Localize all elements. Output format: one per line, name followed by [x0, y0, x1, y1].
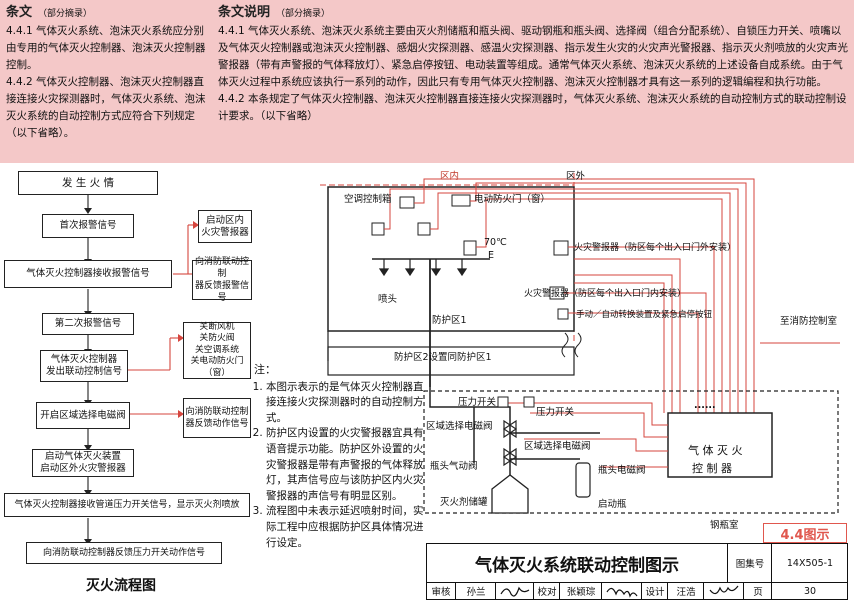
- label-zone1: 防护区1: [432, 315, 467, 326]
- label-temp: 70℃: [484, 237, 507, 248]
- label-nozzle: 喷头: [378, 294, 398, 305]
- label-controller-2: 控 制 器: [692, 462, 732, 475]
- label-agent-tank: 灭火剂储罐: [440, 497, 488, 508]
- side-feedback-alarm: 向消防联动控制 器反馈报警信号: [192, 257, 252, 303]
- label-alarm-in: 火灾警报器（防区每个出入口门内安装）: [524, 289, 687, 299]
- design-label: 设计: [641, 582, 668, 600]
- label-ac-control: 空调控制箱: [344, 194, 392, 205]
- label-start-bottle: 启动瓶: [598, 499, 627, 510]
- system-diagram: [320, 173, 840, 514]
- label-bottle-valve-1: 瓶头气动阀: [430, 461, 478, 472]
- figure-number: 4.4图示: [763, 523, 847, 543]
- explanation-4-4-2: 4.4.2 本条规定了气体灭火控制器、泡沫灭火控制器直接连接火灾探测器时，气体灭…: [218, 93, 847, 122]
- label-zone2: 防护区2设置同防护区1: [394, 352, 492, 363]
- step-linkage-signal: 气体灭火控制器 发出联动控制信号: [40, 350, 128, 382]
- clause-subtitle: （部分摘录）: [38, 9, 93, 19]
- check-signature: [601, 582, 642, 600]
- notes-heading: 注：: [254, 363, 276, 376]
- step-pressure-switch: 气体灭火控制器接收管道压力开关信号，显示灭火剂喷放: [4, 493, 250, 517]
- label-switch: 手动／自动转换装置及紧急启停按钮: [576, 310, 713, 320]
- atlas-label: 图集号: [727, 544, 772, 582]
- step-first-alarm: 首次报警信号: [42, 214, 134, 238]
- review-label: 审核: [431, 587, 451, 598]
- step-controller-receive: 气体灭火控制器接收报警信号: [4, 260, 172, 288]
- review-name: 孙兰: [455, 582, 496, 600]
- label-controller-1: 气 体 灭 火: [688, 444, 743, 457]
- review-signature: [495, 582, 534, 600]
- clause-title: 条文: [6, 5, 33, 20]
- label-steel-room: 钢瓶室: [710, 520, 739, 531]
- label-bottle-valve-2: 瓶头电磁阀: [598, 465, 646, 476]
- clause-4-4-2: 4.4.2 气体灭火控制器、泡沫灭火控制器直接连接火灾探测器时，气体灭火系统、泡…: [6, 76, 206, 139]
- page-number: 30: [771, 582, 848, 600]
- label-temp-e: E: [488, 250, 495, 261]
- page-label: 页: [743, 582, 772, 600]
- explanation-subtitle: （部分摘录）: [276, 9, 331, 19]
- label-fire-door: 电动防火门（窗）: [474, 194, 551, 205]
- drawing-title: 气体灭火系统联动控制图示: [475, 555, 679, 576]
- side-start-alarm: 启动区内 火灾警报器: [198, 210, 252, 243]
- clause-4-4-1: 4.4.1 气体灭火系统、泡沫灭火系统应分别由专用的气体灭火控制器、泡沫灭火控制…: [6, 25, 206, 71]
- design-signature: [703, 582, 744, 600]
- step-open-valve: 开启区域选择电磁阀: [36, 402, 130, 429]
- side-feedback-action: 向消防联动控制 器反馈动作信号: [183, 398, 251, 438]
- explanation-column: 条文说明 （部分摘录） 4.4.1 气体灭火系统、泡沫灭火系统主要由灭火剂储瓶和瓶…: [218, 4, 848, 125]
- clause-column: 条文 （部分摘录） 4.4.1 气体灭火系统、泡沫灭火系统应分别由专用的气体灭火控…: [6, 4, 206, 142]
- note-item: 防护区内设置的火灾警报器宜具有语音提示功能。防护区外设置的火灾警报器是带有声警报…: [266, 426, 426, 504]
- note-item: 流程图中未表示延迟喷射时间，实际工程中应根据防护区具体情况进行设定。: [266, 504, 426, 551]
- atlas-number: 14X505-1: [771, 544, 848, 582]
- explanation-title: 条文说明: [218, 5, 271, 20]
- design-name: 汪浩: [667, 582, 704, 600]
- step-start-extinguisher: 启动气体灭火装置 启动区外火灾警报器: [32, 449, 134, 477]
- title-block: 气体灭火系统联动控制图示 图集号 14X505-1 审核 孙兰 校对 张颖琮 设…: [426, 543, 848, 600]
- label-zone-valve-2: 区域选择电磁阀: [524, 441, 591, 452]
- label-zone-valve-1: 区域选择电磁阀: [426, 421, 493, 432]
- notes: 注： 本图示表示的是气体灭火控制器直接连接火灾探测器时的自动控制方式。 防护区内…: [254, 362, 426, 551]
- label-zone-out: 区外: [566, 171, 586, 182]
- check-name: 张颖琮: [559, 582, 602, 600]
- label-pressure-switch-2: 压力开关: [536, 407, 575, 418]
- label-to-control: 至消防控制室: [780, 316, 838, 327]
- clause-header-panel: 条文 （部分摘录） 4.4.1 气体灭火系统、泡沫灭火系统应分别由专用的气体灭火控…: [0, 0, 854, 163]
- label-zone-in: 区内: [440, 171, 460, 182]
- check-label: 校对: [533, 582, 560, 600]
- step-second-alarm: 第二次报警信号: [42, 313, 134, 335]
- note-item: 本图示表示的是气体灭火控制器直接连接火灾探测器时的自动控制方式。: [266, 380, 426, 427]
- flowchart-title: 灭火流程图: [86, 578, 156, 594]
- explanation-4-4-1: 4.4.1 气体灭火系统、泡沫灭火系统主要由灭火剂储瓶和瓶头阀、驱动钢瓶和瓶头阀…: [218, 25, 848, 88]
- label-pressure-switch-1: 压力开关: [458, 397, 497, 408]
- step-feedback: 向消防联动控制器反馈压力开关动作信号: [26, 542, 222, 564]
- side-shutdown: 关断风机 关防火阀 关空调系统 关电动防火门（窗）: [183, 322, 251, 379]
- label-alarm-out: 火灾警报器（防区每个出入口门外安装）: [574, 243, 737, 253]
- step-fire-occurs: 发 生 火 情: [18, 171, 158, 195]
- label-dots: ......: [694, 400, 716, 411]
